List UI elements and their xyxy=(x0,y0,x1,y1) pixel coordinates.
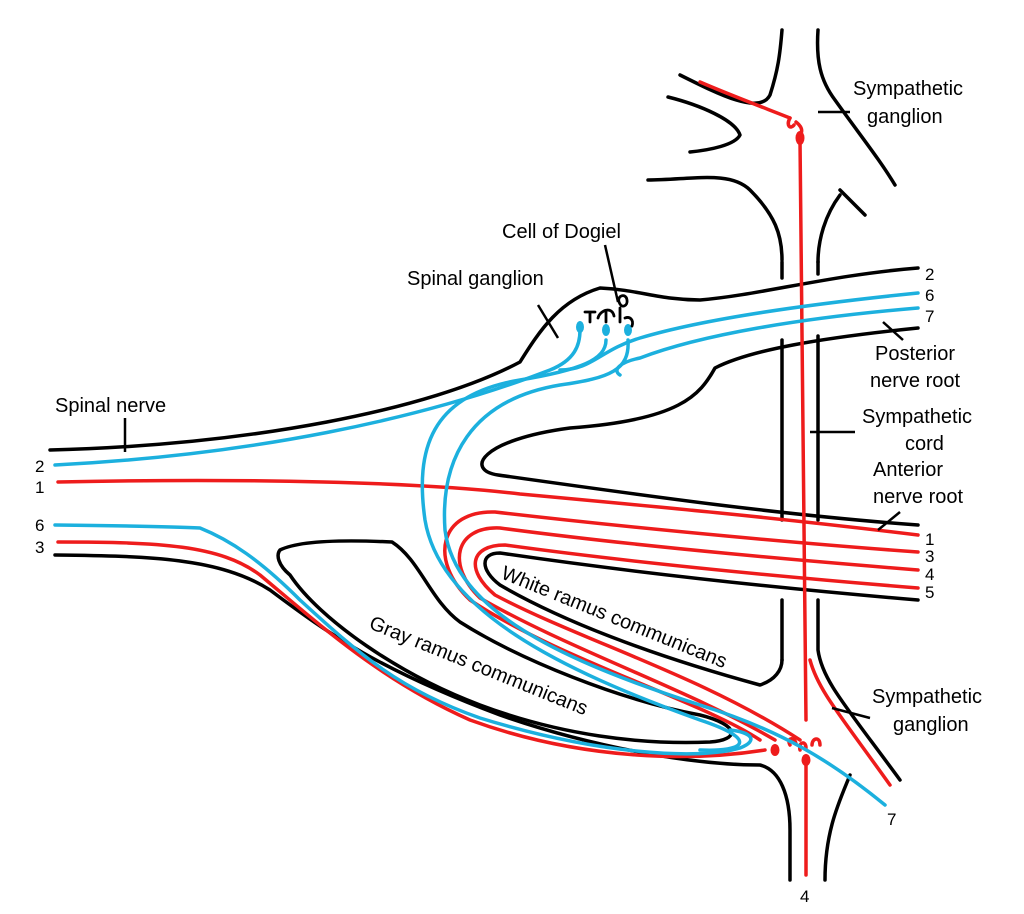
upper-ganglion-lower-left xyxy=(646,175,784,262)
num-left-1: 1 xyxy=(35,478,44,497)
ganglion-cell-2 xyxy=(602,324,610,336)
upper-ganglion-right xyxy=(815,28,897,187)
dogiel-dendrites xyxy=(583,294,634,328)
num-posterior-2: 2 xyxy=(925,265,934,284)
fiber-to-ganglion xyxy=(808,658,892,787)
upper-ganglion-branch xyxy=(666,95,742,154)
fiber-4-anterior xyxy=(457,526,920,742)
label-sympathetic-cord-2: cord xyxy=(905,433,944,455)
lower-synapse-1 xyxy=(770,744,780,756)
fiber-6-descending xyxy=(420,338,742,752)
num-anterior-1: 1 xyxy=(925,530,934,549)
leader-lines xyxy=(123,110,904,720)
sympathetic-cord-fiber xyxy=(798,138,808,722)
num-left-3: 3 xyxy=(35,538,44,557)
label-sympathetic-cord-1: Sympathetic xyxy=(862,406,972,428)
red-synapses xyxy=(770,116,822,766)
label-anterior-root-2: nerve root xyxy=(873,486,963,508)
upper-sympathetic-fiber xyxy=(698,80,792,120)
spinal-nerve-lower-outline xyxy=(53,553,792,882)
posterior-root-lower-outline xyxy=(480,326,920,527)
leader-anterior-root xyxy=(877,511,901,531)
blue-fibers xyxy=(53,291,920,807)
upper-ganglion-right-branch xyxy=(838,188,867,217)
leader-posterior-root xyxy=(882,321,904,341)
label-posterior-root-1: Posterior xyxy=(875,343,955,365)
num-posterior-7: 7 xyxy=(925,307,934,326)
leader-cell-of-dogiel xyxy=(603,244,620,303)
num-left-6: 6 xyxy=(35,516,44,535)
cord-right-3 xyxy=(816,598,902,782)
fiber-3-gray xyxy=(56,540,767,759)
fiber-2 xyxy=(53,328,582,467)
spinal-nerve-top-outline xyxy=(48,266,920,452)
anterior-root-lower-outline xyxy=(483,551,920,687)
upper-ganglion-lower-right xyxy=(816,193,842,264)
num-bottom-right-7: 7 xyxy=(887,810,896,829)
red-fibers xyxy=(56,80,920,877)
label-posterior-root-2: nerve root xyxy=(870,370,960,392)
lower-synapse-2 xyxy=(801,754,811,766)
fiber-7-posterior xyxy=(615,306,920,377)
fiber-1 xyxy=(56,478,920,537)
blue-cell-bodies xyxy=(576,321,632,336)
label-sympathetic-ganglion-top-2: ganglion xyxy=(867,106,943,128)
num-anterior-5: 5 xyxy=(925,583,934,602)
label-sympathetic-ganglion-bottom-2: ganglion xyxy=(893,714,969,736)
label-anterior-root-1: Anterior xyxy=(873,459,943,481)
cell-of-dogiel xyxy=(583,294,634,328)
label-spinal-ganglion: Spinal ganglion xyxy=(407,268,544,290)
ganglion-cell-3 xyxy=(624,324,632,336)
upper-synapse-terminal xyxy=(786,116,804,137)
num-left-2: 2 xyxy=(35,457,44,476)
num-bottom-4: 4 xyxy=(800,887,809,906)
label-sympathetic-ganglion-bottom-1: Sympathetic xyxy=(872,686,982,708)
fiber-number-labels: 2 6 7 2 1 6 3 1 3 4 5 7 4 xyxy=(35,265,934,906)
ganglion-cell-1 xyxy=(576,321,584,333)
leader-spinal-ganglion xyxy=(536,304,560,339)
num-posterior-6: 6 xyxy=(925,286,934,305)
num-anterior-4: 4 xyxy=(925,565,934,584)
label-spinal-nerve: Spinal nerve xyxy=(55,395,166,417)
label-sympathetic-ganglion-top-1: Sympathetic xyxy=(853,78,963,100)
label-cell-of-dogiel: Cell of Dogiel xyxy=(502,221,621,243)
fiber-7-descending xyxy=(442,338,887,807)
num-anterior-3: 3 xyxy=(925,547,934,566)
lower-ganglion-right xyxy=(823,773,852,882)
fiber-5-anterior xyxy=(473,543,920,742)
leader-sympathetic-ganglion-bottom xyxy=(831,706,871,720)
upper-ganglion-outline xyxy=(678,28,784,105)
fiber-6-gray xyxy=(53,523,753,756)
